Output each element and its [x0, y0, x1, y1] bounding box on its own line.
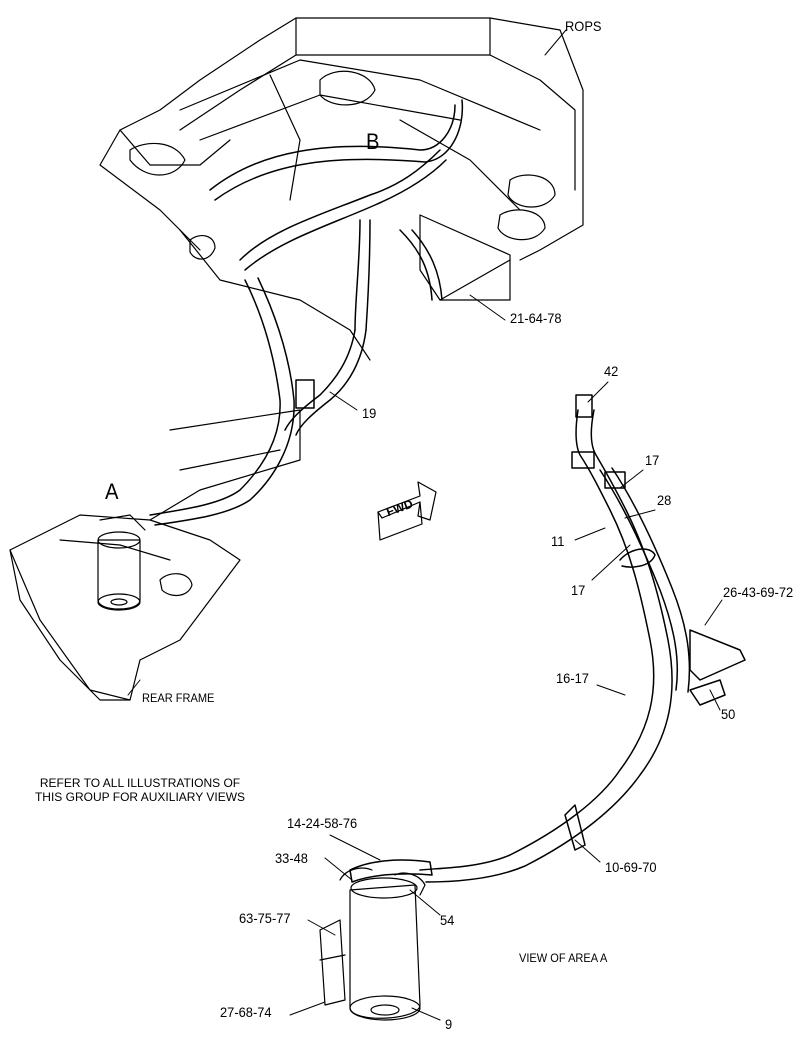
label-19: 19 [362, 405, 377, 421]
label-rops: ROPS [565, 18, 602, 34]
fwd-arrow-shape [377, 481, 437, 541]
label-17-mid: 17 [571, 582, 586, 598]
label-54: 54 [440, 912, 455, 928]
hose-bundle-b [209, 99, 464, 331]
label-view-of-area-a: VIEW OF AREA A [519, 951, 608, 965]
label-42: 42 [604, 363, 619, 379]
rear-frame [9, 409, 301, 701]
label-63-75-77: 63-75-77 [239, 910, 291, 926]
label-10-69-70: 10-69-70 [605, 859, 657, 875]
label-28: 28 [657, 492, 672, 508]
label-50: 50 [721, 706, 736, 722]
label-11: 11 [551, 533, 565, 549]
motor-part-9 [319, 867, 426, 1021]
rops-structure [99, 17, 584, 361]
note-line-2: THIS GROUP FOR AUXILIARY VIEWS [34, 790, 246, 804]
hose-assembly-area-a [349, 394, 746, 883]
label-14-24-58-76: 14-24-58-76 [287, 815, 358, 831]
label-26-43-69-72: 26-43-69-72 [723, 584, 794, 600]
label-9: 9 [445, 1016, 453, 1032]
auxiliary-views-note: REFER TO ALL ILLUSTRATIONS OF THIS GROUP… [20, 776, 260, 804]
hose-19 [149, 277, 367, 526]
label-17-top: 17 [645, 452, 660, 468]
label-16-17: 16-17 [556, 670, 589, 686]
label-area-b: B [366, 129, 380, 154]
motor-area-a [97, 514, 146, 611]
label-rear-frame: REAR FRAME [142, 691, 215, 705]
label-27-68-74: 27-68-74 [220, 1004, 272, 1020]
label-33-48: 33-48 [275, 850, 308, 866]
label-21-64-78: 21-64-78 [510, 310, 562, 326]
label-area-a: A [105, 479, 119, 504]
note-line-1: REFER TO ALL ILLUSTRATIONS OF [39, 776, 241, 790]
leader-lines [127, 29, 723, 1021]
